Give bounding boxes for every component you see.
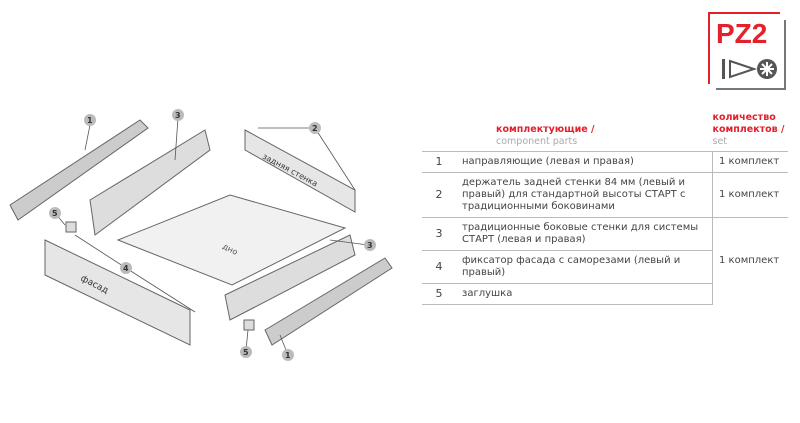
- callout-1: 1: [87, 116, 93, 125]
- row-text: традиционные боковые стенки для системы …: [456, 217, 713, 251]
- row-text: фиксатор фасада с саморезами (левый и пр…: [456, 250, 713, 284]
- side-wall-left: [89, 129, 211, 236]
- callout-5: 5: [52, 209, 58, 218]
- row-text: держатель задней стенки 84 мм (левый и п…: [456, 172, 713, 218]
- callout-1: 1: [285, 351, 291, 360]
- row-number: 4: [422, 250, 456, 284]
- row-qty: 1 комплект: [712, 151, 788, 173]
- col-qty-en: set: [712, 136, 728, 147]
- logo-text: PZ2: [716, 18, 768, 49]
- callout-3: 3: [175, 111, 181, 120]
- callout-5: 5: [243, 348, 249, 357]
- row-number: 5: [422, 283, 456, 305]
- runner-right: [264, 257, 393, 346]
- cap-5b: [243, 319, 255, 331]
- front-panel: [44, 239, 191, 346]
- col-qty-ru1: количество: [712, 112, 776, 123]
- exploded-drawer-diagram: 1 3 2 3 4 5 5 1 фасад дно задняя стенка: [9, 109, 393, 361]
- callout-2: 2: [312, 124, 318, 133]
- row-qty: 1 комплект: [712, 217, 788, 305]
- callout-4: 4: [123, 264, 129, 273]
- callout-3: 3: [367, 241, 373, 250]
- cap-5a: [65, 221, 77, 233]
- row-number: 1: [422, 151, 456, 173]
- col-parts-ru: комплектующие /: [496, 124, 595, 135]
- row-qty: 1 комплект: [712, 172, 788, 218]
- col-parts-en: component parts: [496, 136, 578, 147]
- row-number: 2: [422, 172, 456, 218]
- runner-left: [9, 119, 149, 221]
- pz2-logo: PZ2: [708, 12, 786, 90]
- row-text: направляющие (левая и правая): [456, 151, 713, 173]
- components-table: комплектующие /component parts количеств…: [422, 112, 788, 305]
- back-panel: [244, 129, 356, 213]
- bottom-panel: [116, 194, 347, 286]
- row-number: 3: [422, 217, 456, 251]
- screwdriver-bit-icon: [722, 59, 777, 79]
- col-qty-ru2: комплектов /: [712, 124, 785, 135]
- side-wall-right: [224, 234, 356, 321]
- row-text: заглушка: [456, 283, 713, 305]
